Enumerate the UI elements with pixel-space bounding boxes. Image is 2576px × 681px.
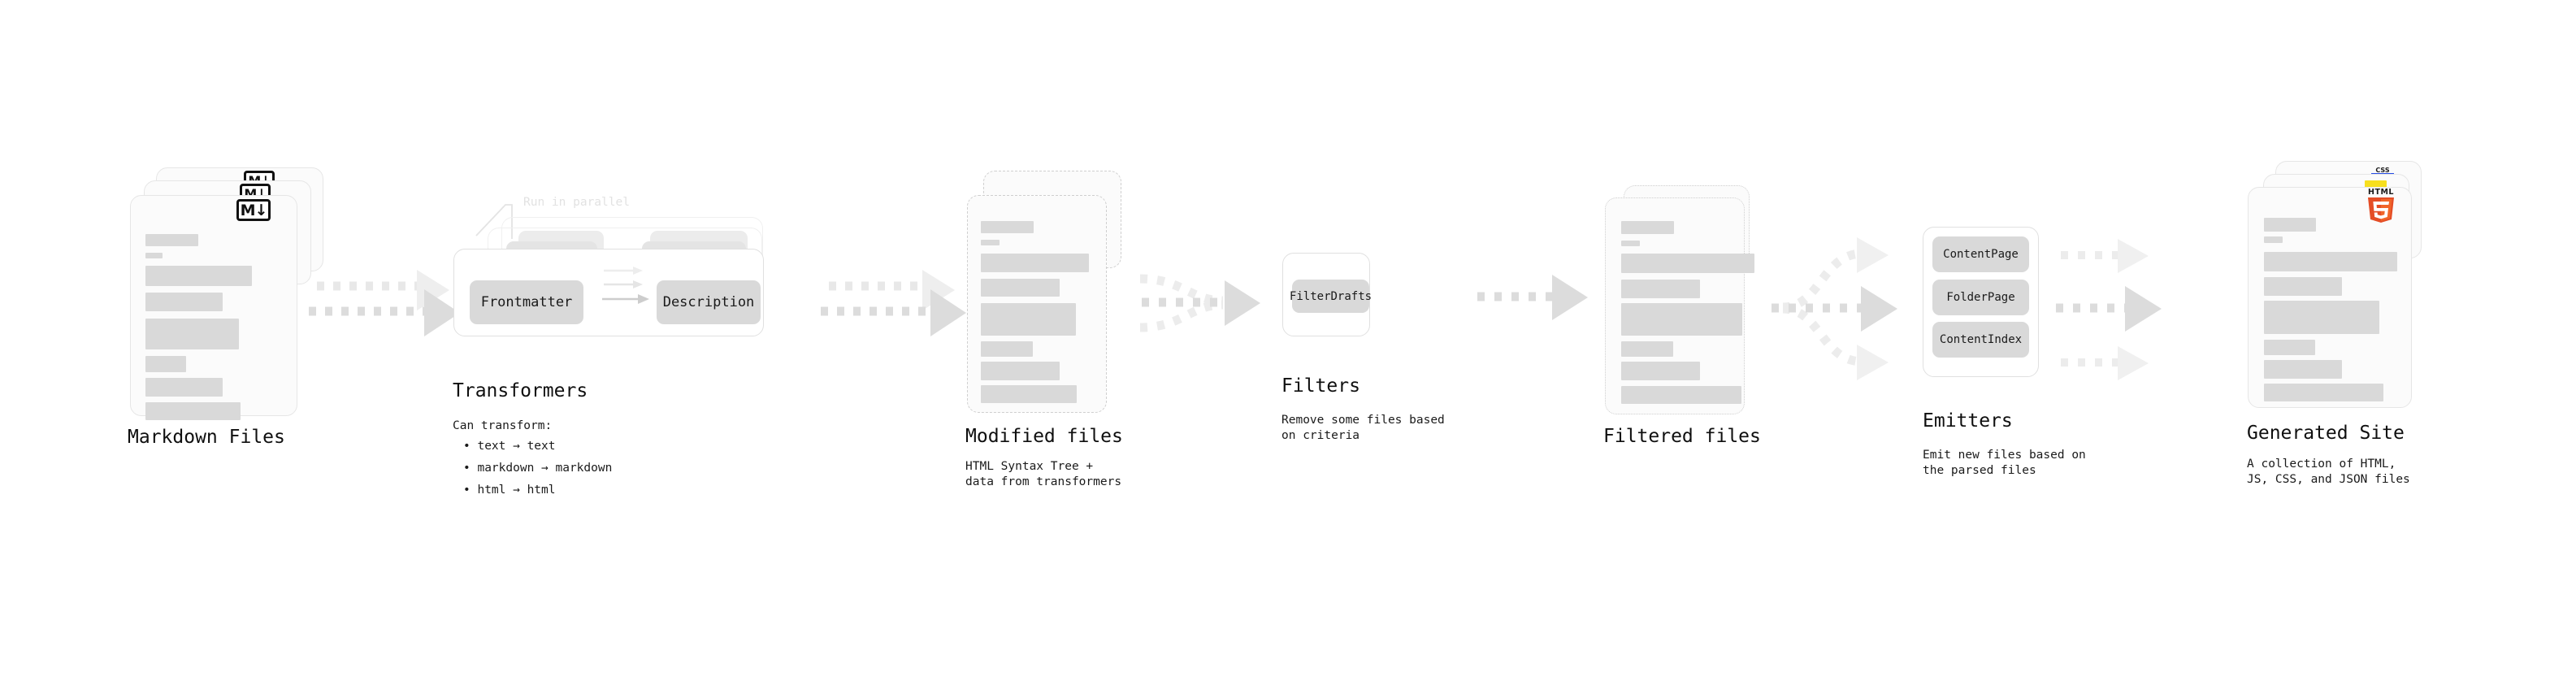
skeleton-line [2264, 236, 2283, 243]
skeleton-line [981, 303, 1076, 336]
skeleton-line [1621, 280, 1700, 298]
transformers-subtitle: Can transform: [453, 419, 553, 432]
emitters-subtitle: Emit new files based on the parsed files [1923, 449, 2086, 477]
skeleton-line [981, 279, 1060, 297]
skeleton-line [2264, 384, 2383, 401]
skeleton-line [2264, 252, 2397, 271]
transformer-pill-frontmatter[interactable]: Frontmatter [470, 280, 583, 324]
skeleton-line [2264, 277, 2342, 296]
skeleton-line [145, 293, 223, 311]
skeleton-line [1621, 386, 1741, 404]
transformer-inner-arrows [602, 267, 649, 304]
stage-title-modified-files: Modified files [965, 426, 1123, 447]
skeleton-line [145, 234, 198, 246]
skeleton-line [1621, 303, 1742, 336]
skeleton-line [1621, 362, 1700, 380]
emitters-pill-contentindex[interactable]: ContentIndex [1932, 322, 2029, 358]
skeleton-line [981, 240, 1000, 245]
modified-files-subtitle: HTML Syntax Tree + data from transformer… [965, 460, 1122, 488]
skeleton-line [145, 356, 186, 372]
skeleton-line [145, 253, 163, 258]
transformers-bullet-0: • text → text [463, 440, 556, 453]
stage-title-filtered-files: Filtered files [1603, 426, 1761, 447]
skeleton-line [145, 378, 223, 397]
emitters-pill-contentpage[interactable]: ContentPage [1932, 236, 2029, 272]
skeleton-line [2264, 360, 2342, 379]
skeleton-line [981, 341, 1033, 357]
generated-site-subtitle: A collection of HTML, JS, CSS, and JSON … [2247, 458, 2410, 486]
skeleton-line [981, 385, 1077, 403]
skeleton-line [1621, 241, 1640, 246]
run-in-parallel-label: Run in parallel [523, 196, 630, 209]
skeleton-line [981, 221, 1034, 233]
connector-modified-files-to-filters [1139, 274, 1260, 332]
skeleton-line [981, 254, 1089, 272]
skeleton-line [1621, 254, 1754, 273]
emitters-pill-folderpage[interactable]: FolderPage [1932, 280, 2029, 315]
transformer-pill-description[interactable]: Description [657, 280, 761, 324]
svg-text:CSS: CSS [2375, 167, 2389, 174]
connector-transformers-to-modified-files [821, 270, 966, 336]
filters-pill-filterdrafts[interactable]: FilterDrafts [1290, 280, 1372, 313]
skeleton-line [145, 266, 252, 286]
connector-emitters-to-generated-site [2056, 239, 2162, 380]
filters-subtitle: Remove some files based on criteria [1281, 414, 1445, 442]
stage-title-markdown-files: Markdown Files [128, 427, 285, 448]
connector-filtered-files-to-emitters [1772, 237, 1897, 380]
connector-filters-to-filtered-files [1477, 275, 1588, 320]
stage-title-generated-site: Generated Site [2247, 423, 2405, 444]
skeleton-line [145, 319, 239, 349]
skeleton-line [981, 362, 1060, 380]
skeleton-line [2264, 340, 2315, 355]
skeleton-line [2264, 301, 2379, 334]
connector-markdown-to-transformers [309, 270, 460, 336]
html5-badge: HTML [2368, 188, 2394, 223]
transformers-bullet-1: • markdown → markdown [463, 462, 613, 475]
stage-title-filters: Filters [1281, 375, 1360, 397]
transformers-bullet-2: • html → html [463, 484, 556, 497]
svg-text:HTML: HTML [2368, 188, 2394, 197]
markdown-badge-front: M↓ [236, 199, 271, 221]
skeleton-line [1621, 221, 1674, 234]
skeleton-line [145, 402, 241, 420]
skeleton-line [2264, 218, 2316, 232]
stage-title-transformers: Transformers [453, 380, 588, 401]
stage-title-emitters: Emitters [1923, 410, 2013, 432]
skeleton-line [1621, 341, 1673, 357]
